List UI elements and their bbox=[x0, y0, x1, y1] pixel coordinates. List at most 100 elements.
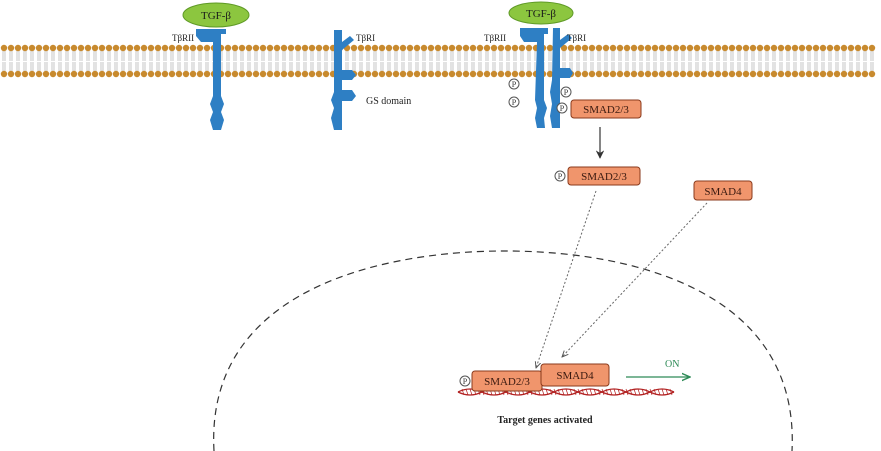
lipid-tail bbox=[765, 62, 769, 72]
lipid-head bbox=[623, 70, 631, 78]
lipid-tail bbox=[485, 50, 489, 61]
lipid-tail bbox=[289, 62, 293, 72]
lipid-head bbox=[476, 44, 484, 52]
phosphate-label: P bbox=[558, 172, 563, 181]
lipid-head bbox=[14, 70, 22, 78]
lipid-head bbox=[231, 70, 239, 78]
lipid-head bbox=[350, 44, 358, 52]
lipid-tail bbox=[779, 62, 783, 72]
lipid-tail bbox=[667, 50, 671, 61]
lipid-tail bbox=[156, 62, 160, 72]
lipid-tail bbox=[499, 62, 503, 72]
lipid-head bbox=[245, 44, 253, 52]
lipid-tail bbox=[401, 62, 405, 72]
smad4-cytoplasm-box: SMAD4 bbox=[693, 180, 753, 201]
lipid-tail bbox=[513, 50, 517, 61]
lipid-head bbox=[266, 70, 274, 78]
dna-rung bbox=[561, 388, 565, 396]
lipid-tail bbox=[450, 62, 454, 72]
dna-rung bbox=[601, 388, 605, 396]
lipid-head bbox=[812, 70, 820, 78]
lipid-head bbox=[308, 44, 316, 52]
dna-rung bbox=[469, 388, 473, 396]
lipid-tail bbox=[205, 62, 209, 72]
lipid-head bbox=[427, 44, 435, 52]
lipid-tail bbox=[142, 50, 146, 61]
phosphate-label: P bbox=[512, 98, 517, 107]
lipid-tail bbox=[681, 50, 685, 61]
lipid-tail bbox=[387, 50, 391, 61]
lipid-tail bbox=[387, 62, 391, 72]
lipid-tail bbox=[9, 50, 13, 61]
lipid-tail bbox=[660, 62, 664, 72]
lipid-head bbox=[637, 44, 645, 52]
lipid-head bbox=[357, 70, 365, 78]
lipid-head bbox=[77, 70, 85, 78]
lipid-tail bbox=[611, 62, 615, 72]
lipid-head bbox=[644, 44, 652, 52]
lipid-tail bbox=[548, 50, 552, 61]
lipid-head bbox=[196, 44, 204, 52]
lipid-head bbox=[784, 70, 792, 78]
dna-rung bbox=[625, 388, 629, 396]
lipid-tail bbox=[373, 62, 377, 72]
lipid-head bbox=[56, 44, 64, 52]
lipid-head bbox=[63, 44, 71, 52]
lipid-head bbox=[35, 70, 43, 78]
lipid-head bbox=[364, 70, 372, 78]
lipid-tail bbox=[457, 50, 461, 61]
lipid-head bbox=[770, 70, 778, 78]
lipid-tail bbox=[107, 62, 111, 72]
lipid-tail bbox=[828, 50, 832, 61]
phosphate-icon: P bbox=[508, 96, 520, 108]
phosphate-icon: P bbox=[554, 170, 566, 182]
lipid-tail bbox=[450, 50, 454, 61]
lipid-head bbox=[651, 44, 659, 52]
lipid-tail bbox=[184, 50, 188, 61]
label-tbri-middle: TβRI bbox=[356, 33, 375, 43]
lipid-head bbox=[133, 44, 141, 52]
dna-rung bbox=[665, 388, 669, 396]
lipid-head bbox=[189, 70, 197, 78]
lipid-tail bbox=[870, 62, 874, 72]
lipid-head bbox=[728, 44, 736, 52]
lipid-head bbox=[665, 44, 673, 52]
cell-membrane bbox=[0, 44, 876, 78]
lipid-head bbox=[861, 44, 869, 52]
lipid-head bbox=[714, 70, 722, 78]
receptor-tbri-right bbox=[550, 28, 573, 128]
lipid-head bbox=[105, 44, 113, 52]
lipid-tail bbox=[296, 50, 300, 61]
lipid-head bbox=[840, 70, 848, 78]
lipid-head bbox=[413, 70, 421, 78]
lipid-head bbox=[448, 70, 456, 78]
smad23-nucleus-box: SMAD2/3 bbox=[471, 370, 543, 392]
lipid-tail bbox=[436, 50, 440, 61]
lipid-head bbox=[322, 70, 330, 78]
dna-rung bbox=[573, 388, 577, 396]
lipid-tail bbox=[93, 62, 97, 72]
lipid-head bbox=[378, 44, 386, 52]
lipid-head bbox=[301, 44, 309, 52]
lipid-head bbox=[504, 70, 512, 78]
lipid-tail bbox=[359, 62, 363, 72]
lipid-head bbox=[868, 70, 876, 78]
lipid-head bbox=[42, 70, 50, 78]
lipid-tails-inner bbox=[2, 62, 874, 72]
lipid-tail bbox=[681, 62, 685, 72]
lipid-head bbox=[140, 44, 148, 52]
lipid-tail bbox=[359, 50, 363, 61]
lipid-tail bbox=[842, 62, 846, 72]
lipid-head bbox=[84, 44, 92, 52]
lipid-tail bbox=[394, 62, 398, 72]
lipid-tail bbox=[268, 62, 272, 72]
smad23-receptor-label: SMAD2/3 bbox=[583, 104, 629, 116]
phosphate-icon: P bbox=[556, 102, 568, 114]
lipid-tail bbox=[464, 62, 468, 72]
lipid-head bbox=[7, 44, 15, 52]
arrow-icon bbox=[562, 202, 708, 357]
lipid-tail bbox=[317, 62, 321, 72]
lipid-tail bbox=[485, 62, 489, 72]
lipid-head bbox=[868, 44, 876, 52]
lipid-head bbox=[826, 44, 834, 52]
